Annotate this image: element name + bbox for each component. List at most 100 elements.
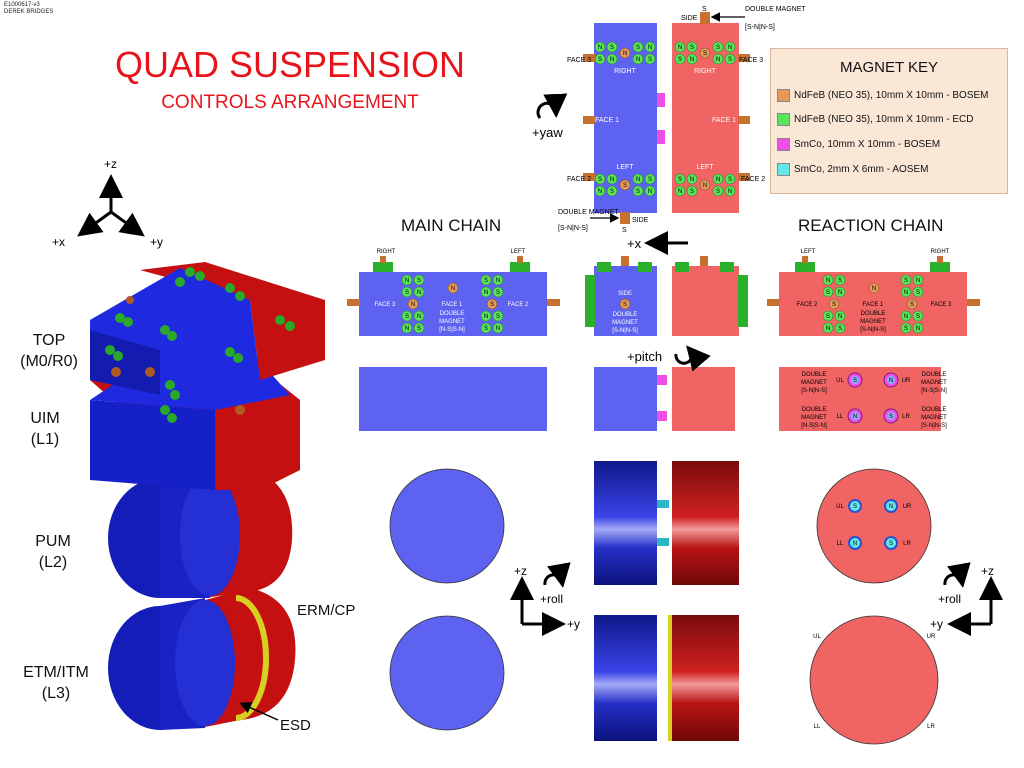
svg-text:MAGNET: MAGNET (921, 380, 947, 386)
svg-text:UL: UL (836, 378, 844, 384)
svg-text:N: N (678, 45, 682, 51)
page-subtitle: CONTROLS ARRANGEMENT (161, 92, 419, 113)
svg-text:RIGHT: RIGHT (377, 249, 396, 255)
magnet-key-title: MAGNET KEY (839, 59, 939, 76)
axis-triad: +z +x +y (52, 157, 163, 249)
svg-text:S: S (417, 326, 421, 332)
svg-text:S: S (889, 414, 893, 420)
page-title: QUAD SUSPENSION (114, 44, 466, 85)
svg-text:DOUBLE MAGNET: DOUBLE MAGNET (558, 209, 619, 216)
svg-text:S: S (910, 302, 914, 308)
svg-text:N: N (703, 183, 707, 189)
svg-text:N: N (716, 57, 720, 63)
svg-text:FACE 2: FACE 2 (797, 302, 818, 308)
key-item-smco-aosem: SmCo, 2mm X 6mm - AOSEM (777, 163, 928, 177)
svg-text:N: N (636, 57, 640, 63)
svg-text:S: S (636, 189, 640, 195)
svg-text:S: S (916, 290, 920, 296)
pum-main-face (389, 468, 505, 584)
svg-text:N: N (411, 302, 415, 308)
svg-text:RIGHT: RIGHT (694, 68, 717, 75)
svg-text:DOUBLE: DOUBLE (861, 311, 886, 317)
svg-text:N: N (610, 57, 614, 63)
main-chain-heading: MAIN CHAIN (401, 216, 502, 235)
svg-text:+z: +z (514, 564, 527, 578)
erm-callout: ERM/CP (297, 602, 356, 619)
axis-y-label: +y (150, 235, 163, 249)
svg-text:LEFT: LEFT (511, 249, 526, 255)
svg-text:[S-N|N-S]: [S-N|N-S] (745, 24, 775, 31)
svg-text:[S-N|N-S]: [S-N|N-S] (921, 423, 947, 429)
svg-text:LL: LL (814, 724, 821, 730)
svg-text:S: S (405, 314, 409, 320)
svg-text:N: N (916, 278, 920, 284)
svg-text:SIDE: SIDE (681, 15, 698, 22)
svg-text:N: N (451, 286, 455, 292)
svg-text:[N-S|S-N]: [N-S|S-N] (801, 423, 827, 429)
pum-reaction-face (816, 468, 932, 584)
svg-text:FACE 2: FACE 2 (508, 302, 529, 308)
svg-text:N: N (690, 177, 694, 183)
svg-text:S: S (690, 189, 694, 195)
svg-text:N: N (889, 504, 893, 510)
svg-text:S: S (716, 189, 720, 195)
svg-text:S: S (832, 302, 836, 308)
svg-text:N: N (598, 45, 602, 51)
test-mass-row: UL UR LL LR (389, 615, 939, 745)
svg-text:N: N (496, 326, 500, 332)
svg-text:UR: UR (903, 504, 912, 510)
svg-text:N: N (405, 278, 409, 284)
key-item-smco-bosem: SmCo, 10mm X 10mm - BOSEM (777, 138, 940, 152)
svg-text:S: S (728, 177, 732, 183)
swatch-green-icon (777, 113, 790, 126)
svg-text:N: N (405, 326, 409, 332)
svg-text:S: S (728, 57, 732, 63)
svg-text:[S-N|N-S]: [S-N|N-S] (801, 388, 827, 394)
svg-text:+x: +x (627, 236, 642, 251)
svg-text:N: N (889, 378, 893, 384)
svg-text:FACE 3: FACE 3 (567, 57, 591, 64)
document-id: E1000617-v3 DEREK BRIDGES (4, 2, 53, 16)
svg-text:N: N (484, 290, 488, 296)
svg-text:N: N (496, 278, 500, 284)
axis-z-label: +z (104, 157, 117, 171)
svg-text:FACE 1: FACE 1 (863, 302, 884, 308)
svg-text:S: S (598, 177, 602, 183)
svg-text:N: N (648, 189, 652, 195)
svg-text:N: N (728, 45, 732, 51)
svg-text:N: N (853, 541, 857, 547)
svg-text:LEFT: LEFT (616, 164, 634, 171)
test-mass-main-face (389, 615, 505, 731)
key-item-ndfeb-bosem: NdFeB (NEO 35), 10mm X 10mm - BOSEM (777, 89, 989, 103)
svg-text:[N-S|S-N]: [N-S|S-N] (921, 388, 947, 394)
svg-text:MAGNET: MAGNET (921, 415, 947, 421)
svg-text:N: N (904, 290, 908, 296)
svg-text:S: S (648, 57, 652, 63)
svg-text:LEFT: LEFT (801, 249, 816, 255)
svg-text:UR: UR (927, 634, 936, 640)
svg-text:LR: LR (927, 724, 935, 730)
svg-text:N: N (648, 45, 652, 51)
svg-text:FACE 1: FACE 1 (442, 302, 463, 308)
svg-text:S: S (636, 45, 640, 51)
svg-text:N: N (853, 414, 857, 420)
svg-text:S: S (496, 290, 500, 296)
svg-text:+z: +z (981, 564, 994, 578)
svg-text:DOUBLE: DOUBLE (440, 311, 465, 317)
document-author: DEREK BRIDGES (4, 9, 54, 15)
key-item-ndfeb-ecd: NdFeB (NEO 35), 10mm X 10mm - ECD (777, 113, 973, 127)
roll-label-main: +roll (540, 592, 563, 606)
svg-text:N: N (598, 189, 602, 195)
svg-text:S: S (598, 57, 602, 63)
svg-text:FACE 3: FACE 3 (739, 57, 763, 64)
svg-text:S: S (405, 290, 409, 296)
svg-text:N: N (826, 326, 830, 332)
svg-text:+y: +y (930, 617, 943, 631)
svg-text:S: S (678, 57, 682, 63)
svg-text:S: S (678, 177, 682, 183)
uim-main-front (359, 367, 547, 431)
swatch-magenta-icon (777, 138, 790, 151)
